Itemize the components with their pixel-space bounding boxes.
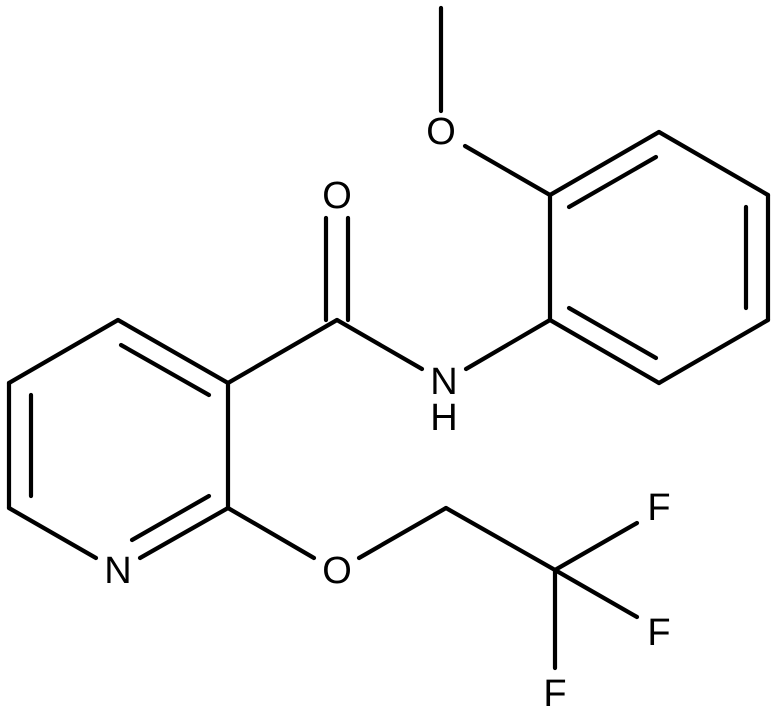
atom-fluorine-2: F <box>647 612 670 654</box>
bond-c-c <box>656 317 771 386</box>
atom-nitrogen-amide: N <box>430 361 457 403</box>
bond-c-c <box>656 129 771 198</box>
atom-fluorine-3: F <box>543 673 566 715</box>
pyridine-ring <box>6 317 231 561</box>
bond-c-c <box>6 317 121 386</box>
bond-c-f <box>552 520 640 573</box>
atom-hydrogen-amide: H <box>430 397 457 439</box>
bond-c-c <box>115 317 231 386</box>
bond-c-c-inner <box>566 305 659 361</box>
trifluoroethoxy-group <box>225 505 640 671</box>
bond-c-c <box>547 129 662 198</box>
bond-n-c-inner <box>129 493 212 543</box>
atom-oxygen-ether: O <box>322 550 352 592</box>
bond-n-c <box>137 505 231 561</box>
bond-c-n <box>6 505 99 561</box>
atom-oxygen-methoxy: O <box>426 111 456 153</box>
bond-c-c <box>225 317 340 386</box>
atom-fluorine-1: F <box>647 487 670 529</box>
bond-n-c <box>463 317 553 372</box>
bond-o-c <box>356 505 449 561</box>
bond-c-c <box>443 505 558 573</box>
bond-c-n <box>334 317 425 372</box>
bond-c-c <box>547 317 662 386</box>
bond-c-c-inner <box>118 342 212 398</box>
atom-nitrogen-pyridine: N <box>104 550 131 592</box>
amide-group <box>225 215 553 386</box>
atom-oxygen-carbonyl: O <box>322 175 352 217</box>
bond-c-f <box>552 567 640 620</box>
bond-c-o <box>225 505 317 561</box>
bond-c-o <box>462 143 553 198</box>
phenyl-ring <box>547 129 771 386</box>
methoxy-group <box>438 5 553 198</box>
bond-c-c-inner <box>566 154 659 210</box>
